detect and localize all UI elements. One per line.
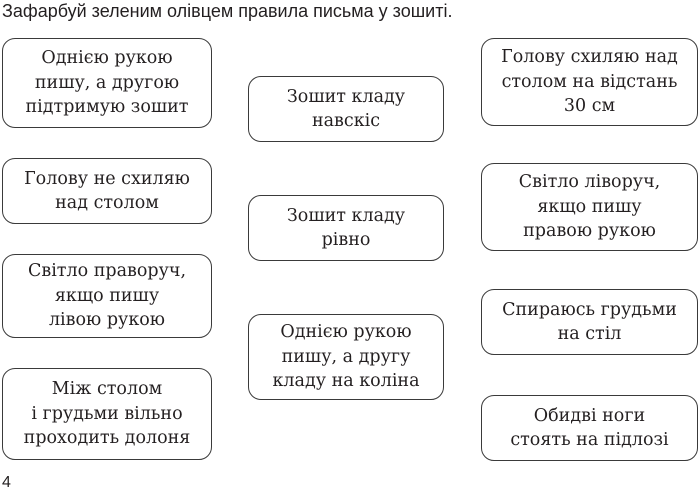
rule-card-text: Світло праворуч, якщо пишу лівою рукою (27, 261, 187, 331)
rule-card-head-bent-30cm[interactable]: Голову схиляю над столом на відстань 30 … (481, 38, 698, 126)
rule-card-text: Голову не схиляю над столом (24, 168, 190, 214)
rule-card-hand-on-knees[interactable]: Однією рукою пишу, а другу кладу на колі… (248, 314, 444, 400)
rule-card-head-not-bent[interactable]: Голову не схиляю над столом (2, 158, 212, 224)
rule-card-text: Голову схиляю над столом на відстань 30 … (501, 47, 678, 117)
rule-card-text: Світло ліворуч, якщо пишу правою рукою (518, 172, 661, 242)
rule-card-palm-between-table-chest[interactable]: Між столом і грудьми вільно проходить до… (2, 368, 212, 460)
page-number: 4 (2, 474, 11, 491)
rule-card-text: Зошит кладу рівно (286, 205, 406, 251)
rule-card-light-left-right-hand[interactable]: Світло ліворуч, якщо пишу правою рукою (481, 163, 698, 251)
rule-card-text: Обидві ноги стоять на підлозі (510, 405, 669, 451)
rule-card-text: Однією рукою пишу, а другу кладу на колі… (272, 322, 420, 392)
rule-card-text: Зошит кладу навскіс (286, 86, 406, 132)
rule-card-notebook-slanted[interactable]: Зошит кладу навскіс (248, 76, 444, 142)
rule-card-light-right-left-hand[interactable]: Світло праворуч, якщо пишу лівою рукою (2, 254, 212, 338)
rule-card-text: Однією рукою пишу, а другою підтримую зо… (25, 48, 189, 118)
rule-card-one-hand-support[interactable]: Однією рукою пишу, а другою підтримую зо… (2, 38, 212, 128)
rule-card-text: Спираюсь грудьми на стіл (502, 299, 677, 345)
task-instruction: Зафарбуй зеленим олівцем правила письма … (2, 1, 453, 21)
rule-card-text: Між столом і грудьми вільно проходить до… (23, 379, 191, 449)
rule-card-notebook-straight[interactable]: Зошит кладу рівно (248, 195, 444, 261)
rule-card-feet-on-floor[interactable]: Обидві ноги стоять на підлозі (481, 395, 698, 461)
rule-card-chest-on-table[interactable]: Спираюсь грудьми на стіл (481, 289, 698, 355)
